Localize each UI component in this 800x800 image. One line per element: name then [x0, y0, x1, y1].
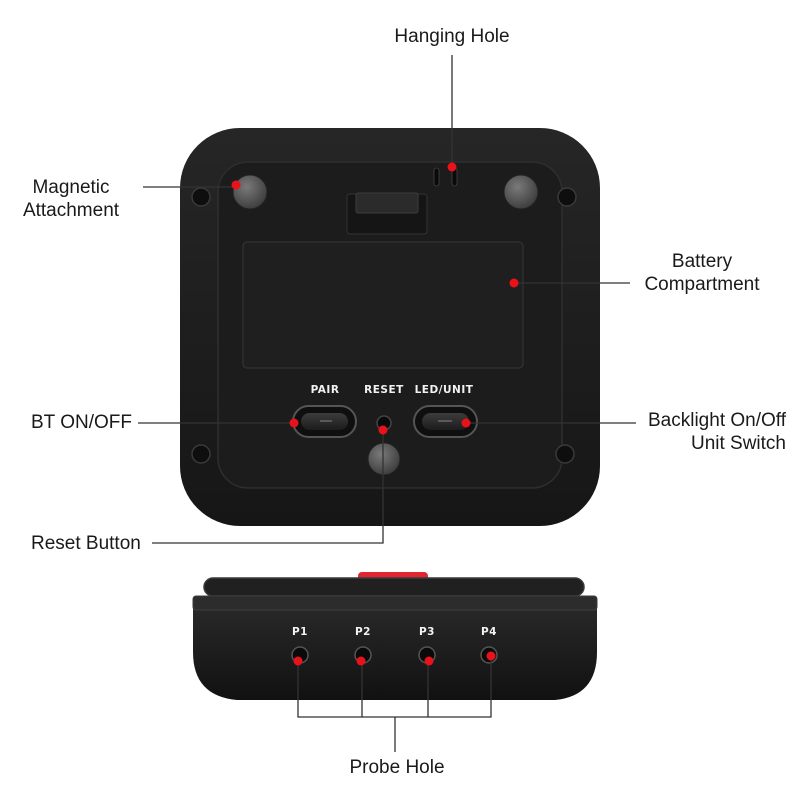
pair-label: PAIR [311, 384, 340, 396]
marker-dot [509, 278, 519, 288]
marker-dot [293, 656, 303, 666]
leader-reset [152, 430, 384, 544]
probe-label: P3 [419, 626, 435, 638]
callout-hanging-hole: Hanging Hole [372, 25, 532, 48]
bottom-body [193, 600, 597, 700]
device-bottom: P1 P2 P3 P4 [192, 572, 598, 700]
marker-dot [378, 425, 388, 435]
battery-compartment [242, 241, 524, 369]
magnet-right [503, 174, 539, 210]
bottom-band [192, 595, 598, 611]
callout-magnetic-attachment: Magnetic Attachment [6, 176, 136, 222]
probe-label: P2 [355, 626, 371, 638]
marker-dot [356, 656, 366, 666]
led-unit-label: LED/UNIT [415, 384, 474, 396]
callout-battery-compartment: Battery Compartment [628, 250, 776, 296]
callout-text: Hanging Hole [394, 26, 510, 47]
callout-probe-hole: Probe Hole [322, 756, 472, 779]
callout-text: Backlight On/Off [648, 410, 786, 431]
hanging-hole-slot [433, 167, 440, 187]
marker-dot [447, 162, 457, 172]
callout-text: Attachment [22, 200, 120, 221]
screw-icon [191, 444, 211, 464]
bottom-top-lip [203, 577, 585, 597]
callout-text: Reset Button [31, 533, 141, 554]
callout-text: Probe Hole [349, 757, 445, 778]
screw-icon [555, 444, 575, 464]
marker-dot [486, 651, 496, 661]
callout-text: Compartment [644, 274, 760, 295]
callout-bt-on-off: BT ON/OFF [31, 411, 132, 434]
round-foot [367, 442, 401, 476]
callout-backlight: Backlight On/Off Unit Switch [634, 409, 786, 455]
callout-text: Magnetic [32, 177, 110, 198]
marker-dot [289, 418, 299, 428]
screw-icon [191, 187, 211, 207]
callout-text: BT ON/OFF [31, 412, 132, 433]
screw-icon [557, 187, 577, 207]
leader-lines [138, 55, 636, 752]
callout-text: Unit Switch [690, 433, 786, 454]
callout-reset-button: Reset Button [31, 532, 141, 555]
marker-dot [424, 656, 434, 666]
marker-dot [461, 418, 471, 428]
device-back: PAIR RESET LED/UNIT [180, 128, 600, 526]
reset-label: RESET [364, 384, 404, 396]
probe-label: P4 [481, 626, 497, 638]
stand-latch-top [355, 192, 419, 214]
callout-text: Battery [671, 251, 733, 272]
probe-label: P1 [292, 626, 308, 638]
magnet-left [232, 174, 268, 210]
marker-dots [231, 162, 519, 666]
marker-dot [231, 180, 241, 190]
